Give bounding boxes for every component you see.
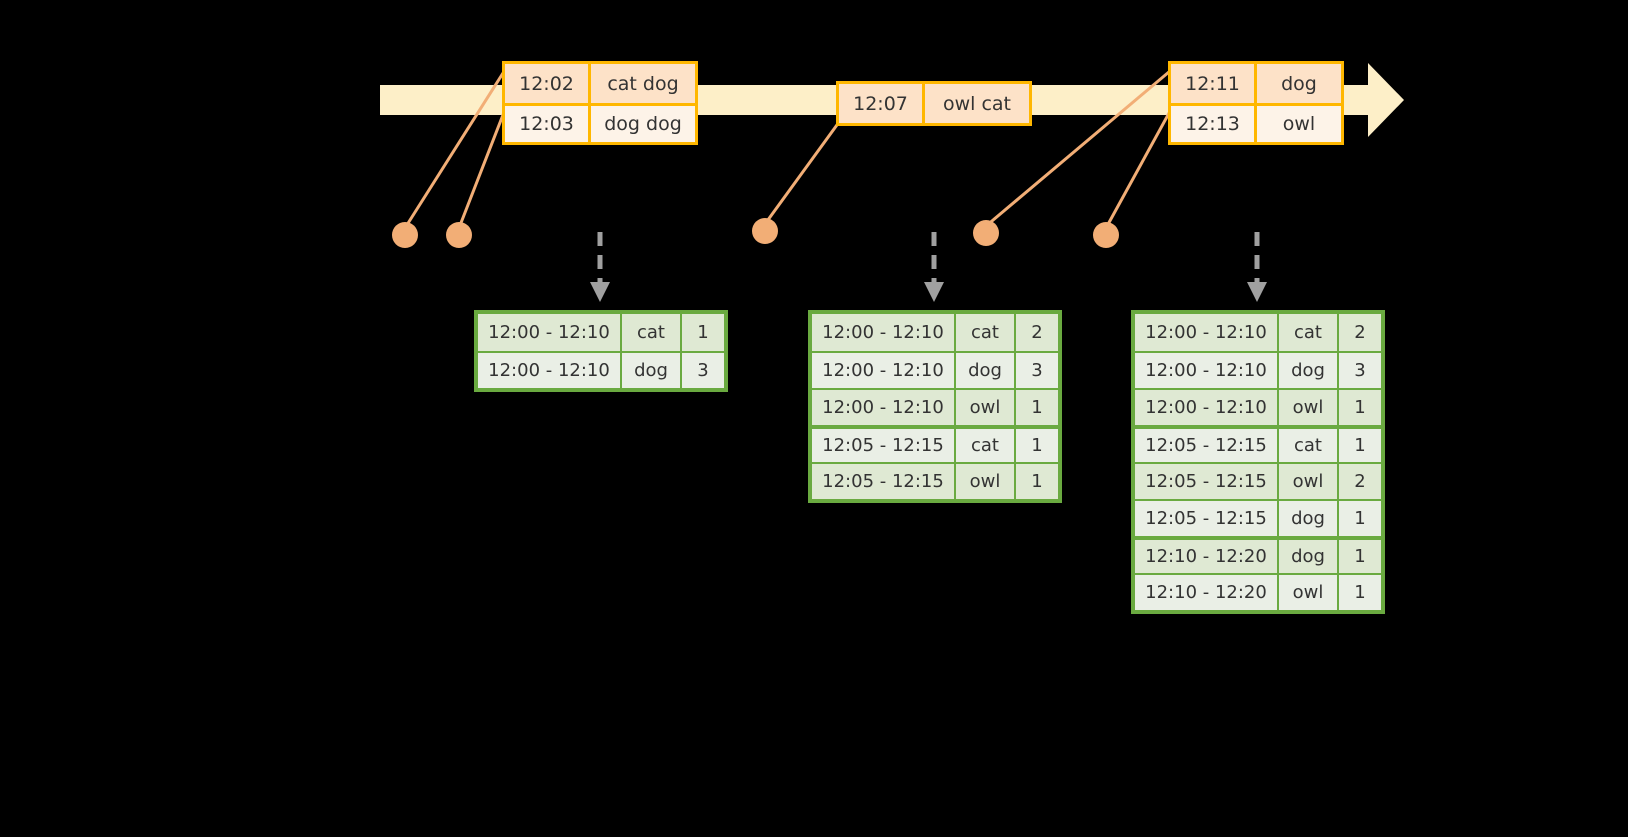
window-cell: 12:05 - 12:15 — [812, 464, 956, 499]
window-cell: 12:05 - 12:15 — [1135, 464, 1279, 499]
event-words: cat dog — [607, 72, 679, 95]
word-cell: dog — [622, 353, 682, 388]
connector-4 — [985, 64, 1177, 228]
window-cell: 12:00 - 12:10 — [1135, 314, 1279, 351]
word-cell: dog — [1279, 353, 1339, 388]
word-cell: cat — [956, 314, 1016, 351]
word-cell: owl — [1279, 575, 1339, 610]
count-cell: 1 — [1354, 546, 1366, 567]
count-cell: 1 — [1031, 435, 1043, 456]
event-dot-3[interactable] — [752, 218, 778, 244]
count-cell: 1 — [1031, 397, 1043, 418]
count-cell: 3 — [1031, 360, 1043, 381]
word-cell: owl — [956, 464, 1016, 499]
count-cell: 1 — [1354, 435, 1366, 456]
window-cell: 12:05 - 12:15 — [1135, 501, 1279, 536]
count-cell: 1 — [1354, 582, 1366, 603]
event-box-3[interactable]: 12:11 dog 12:13 owl — [1168, 61, 1344, 145]
window-cell: 12:10 - 12:20 — [1135, 540, 1279, 573]
timeline-arrow-head-icon — [1368, 63, 1404, 137]
connector-5 — [1104, 103, 1176, 229]
window-cell: 12:00 - 12:10 — [478, 353, 622, 388]
count-cell: 2 — [1354, 471, 1366, 492]
count-cell: 1 — [1031, 471, 1043, 492]
window-cell: 12:00 - 12:10 — [1135, 390, 1279, 425]
event-row: 12:13 owl — [1171, 103, 1341, 142]
word-cell: cat — [622, 314, 682, 351]
word-cell: cat — [1279, 429, 1339, 462]
event-dot-1[interactable] — [392, 222, 418, 248]
window-cell: 12:00 - 12:10 — [478, 314, 622, 351]
event-row: 12:03 dog dog — [505, 103, 695, 142]
connector-2 — [457, 101, 510, 229]
event-words: dog — [1281, 72, 1317, 95]
event-time: 12:13 — [1171, 106, 1257, 142]
event-words: owl — [1282, 113, 1316, 135]
word-cell: owl — [1279, 464, 1339, 499]
count-cell: 2 — [1354, 322, 1366, 343]
window-cell: 12:10 - 12:20 — [1135, 575, 1279, 610]
word-cell: owl — [1279, 390, 1339, 425]
event-box-2[interactable]: 12:07 owl cat — [836, 81, 1032, 126]
window-cell: 12:00 - 12:10 — [1135, 353, 1279, 388]
window-cell: 12:00 - 12:10 — [812, 390, 956, 425]
event-dot-2[interactable] — [446, 222, 472, 248]
window-cell: 12:05 - 12:15 — [812, 429, 956, 462]
connector-3 — [763, 117, 844, 225]
count-cell: 3 — [1354, 360, 1366, 381]
event-row: 12:11 dog — [1171, 64, 1341, 103]
window-cell: 12:00 - 12:10 — [812, 353, 956, 388]
word-cell: dog — [1279, 540, 1339, 573]
count-cell: 1 — [1354, 397, 1366, 418]
count-cell: 2 — [1031, 322, 1043, 343]
event-time: 12:07 — [839, 84, 925, 123]
count-cell: 1 — [697, 322, 709, 343]
word-cell: dog — [956, 353, 1016, 388]
count-cell: 3 — [697, 360, 709, 381]
down-arrow-1 — [588, 232, 612, 304]
word-cell: dog — [1279, 501, 1339, 536]
down-arrow-3 — [1245, 232, 1269, 304]
connector-1 — [403, 61, 512, 229]
word-cell: owl — [956, 390, 1016, 425]
word-cell: cat — [1279, 314, 1339, 351]
event-time: 12:11 — [1171, 64, 1257, 103]
event-words: owl cat — [942, 92, 1012, 115]
event-dot-5[interactable] — [1093, 222, 1119, 248]
event-time: 12:03 — [505, 106, 591, 142]
down-arrow-2 — [922, 232, 946, 304]
window-cell: 12:00 - 12:10 — [812, 314, 956, 351]
event-row: 12:02 cat dog — [505, 64, 695, 103]
event-words: dog dog — [604, 113, 682, 135]
event-box-1[interactable]: 12:02 cat dog 12:03 dog dog — [502, 61, 698, 145]
window-cell: 12:05 - 12:15 — [1135, 429, 1279, 462]
event-row: 12:07 owl cat — [839, 84, 1029, 123]
event-dot-4[interactable] — [973, 220, 999, 246]
count-cell: 1 — [1354, 508, 1366, 529]
word-cell: cat — [956, 429, 1016, 462]
event-time: 12:02 — [505, 64, 591, 103]
